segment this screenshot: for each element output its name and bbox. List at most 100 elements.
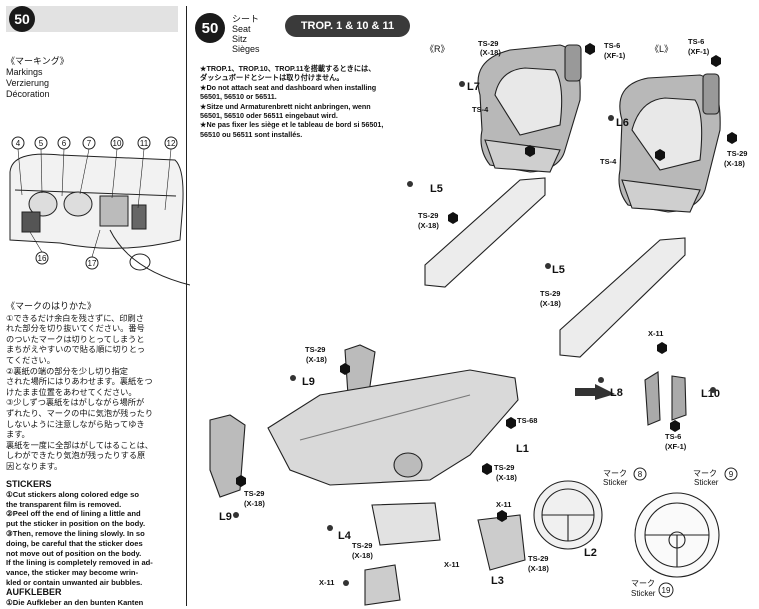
paint-label: TS-29 (352, 541, 372, 550)
markings-title-de: Verzierung (6, 78, 50, 88)
paint-label: (X-18) (724, 159, 745, 168)
svg-text:10: 10 (113, 139, 122, 148)
paint-label: X-11 (319, 578, 334, 587)
stickers-line: If the lining is completely removed in a… (6, 558, 153, 568)
svg-text:5: 5 (39, 139, 44, 148)
aufkleber-line: ①Die Aufkleber an den bunten Kanten (6, 597, 144, 607)
seat-left (618, 73, 721, 213)
paint-label: (X-18) (528, 564, 549, 573)
instructions-jp-line: まちがえやすいので貼る順に切りとっ (6, 344, 145, 355)
trop-badge: TROP. 1 & 10 & 11 (285, 15, 410, 37)
step-name-fr: Sièges (232, 44, 260, 54)
paint-label: X-11 (496, 500, 511, 509)
instructions-jp-line: れた部分を切り抜いてください。番号 (6, 323, 145, 334)
part-label-l7: L7 (467, 81, 480, 93)
note-line: ★Sitze und Armaturenbrett nicht anbringe… (200, 101, 371, 111)
part-label-l8: L8 (610, 387, 623, 399)
svg-text:11: 11 (140, 139, 149, 148)
instructions-jp-line: ①できるだけ余白を残さずに、印刷さ (6, 312, 144, 323)
markings-title-fr: Décoration (6, 89, 50, 99)
part-label-l5-left: L5 (552, 264, 565, 276)
paint-label: TS-29 (244, 489, 264, 498)
stickers-line: the transparent film is removed. (6, 499, 122, 509)
svg-text:19: 19 (662, 586, 671, 595)
part-label-l5-right: L5 (430, 183, 443, 195)
paint-swatch-icons (236, 43, 737, 522)
part-l10 (671, 375, 687, 421)
part-label-l3: L3 (491, 575, 504, 587)
step-name-en: Seat (232, 24, 251, 34)
paint-label: (X-18) (480, 48, 501, 57)
svg-text:17: 17 (88, 259, 97, 268)
svg-text:4: 4 (16, 139, 21, 148)
instructions-jp-line: てください。 (6, 354, 55, 365)
note-line: 56501, 56510 or 56511. (200, 92, 277, 102)
note-line: ダッシュボードとシートは取り付けません。 (200, 73, 344, 83)
seat-rail-left (559, 237, 686, 358)
part-l4 (371, 502, 441, 546)
callout-5: 5 (34, 136, 48, 150)
part-label-l6: L6 (616, 117, 629, 129)
note-line: ★Ne pas fixer les siège et le tableau de… (200, 120, 384, 130)
sticker-instructions-jp: 《マークのはりかた》 ①できるだけ余白を残さずに、印刷さ れた部分を切り抜いてく… (6, 302, 182, 472)
stickers-line: doing, be careful that the sticker does (6, 538, 143, 548)
step-name-de: Sitz (232, 34, 248, 44)
steering-wheel-l2 (533, 480, 603, 550)
sticker-mark-label: マーク (603, 469, 627, 478)
stickers-line: not move out of position on the body. (6, 548, 142, 558)
step-names: シート Seat Sitz Sièges (232, 14, 260, 54)
assembly-notes: ★TROP.1、TROP.10、TROP.11を搭載するときには、 ダッシュボー… (200, 64, 425, 139)
side-r-label: 《R》 (425, 44, 450, 54)
note-line: 56501, 56510 oder 56511 eingebaut wird. (200, 111, 338, 121)
instructions-jp-line: された場所にはりあわせます。裏紙をつ (6, 376, 153, 387)
stickers-line: put the sticker in position on the body. (6, 519, 146, 529)
sticker-en-label: Sticker (603, 478, 628, 487)
paint-label: TS-6 (604, 41, 620, 50)
paint-label: TS-6 (688, 37, 704, 46)
stickers-line: vance, the sticker may become wrin- (6, 568, 139, 578)
paint-label: (X-18) (306, 355, 327, 364)
sticker-mark-label: マーク (693, 469, 717, 478)
instructions-jp-line: ます。 (6, 429, 30, 440)
steering-wheel-sticker-view (634, 492, 720, 578)
side-l-label: 《L》 (650, 44, 673, 54)
part-label-l9-lower: L9 (219, 511, 232, 523)
paint-label: TS-6 (665, 432, 681, 441)
note-line: ★Do not attach seat and dashboard when i… (200, 82, 377, 92)
part-label-l1: L1 (516, 443, 529, 455)
stickers-title: STICKERS (6, 479, 52, 489)
sticker-en-label: Sticker (631, 589, 656, 598)
seat-right (477, 44, 582, 173)
seat-rail-right (424, 177, 546, 288)
paint-label: TS-29 (528, 554, 548, 563)
instructions-jp-title: 《マークのはりかた》 (6, 302, 97, 312)
sticker-callout-8: 8 (633, 467, 647, 481)
sticker-callout-9: 9 (724, 467, 738, 481)
screw-icons (233, 81, 716, 586)
paint-label: TS-4 (600, 157, 617, 166)
paint-label: (X-18) (540, 299, 561, 308)
sticker-callout-19: 19 (658, 582, 674, 598)
part-label-l4: L4 (338, 530, 352, 542)
paint-label: (X-18) (244, 499, 265, 508)
paint-label: (XF-1) (604, 51, 626, 60)
paint-label: TS-29 (418, 211, 438, 220)
svg-text:9: 9 (729, 470, 734, 479)
part-label-l2: L2 (584, 547, 597, 559)
paint-label: TS-68 (517, 416, 537, 425)
markings-title-en: Markings (6, 67, 43, 77)
instructions-jp-line: けたまま位置をあわせてください。 (6, 386, 137, 397)
instructions-jp-line: 因となります。 (6, 460, 63, 471)
paint-label: X-11 (444, 560, 459, 569)
paint-label: TS-29 (478, 39, 498, 48)
paint-label: TS-29 (540, 289, 560, 298)
paint-label: TS-29 (305, 345, 325, 354)
paint-label: TS-29 (727, 149, 747, 158)
stickers-line: ①Cut stickers along colored edge so (6, 489, 139, 499)
instructions-jp-line: ②裏紙の端の部分を少し切り指定 (6, 365, 128, 376)
note-line: ★TROP.1、TROP.10、TROP.11を搭載するときには、 (200, 64, 376, 73)
dashboard-markings-diagram: 4 5 6 7 10 11 12 16 17 (9, 136, 190, 286)
markings-step-number: 50 (9, 6, 35, 32)
instructions-jp-line: しないように注意しながら貼ってゆき (6, 418, 145, 429)
stickers-line: ③Then, remove the lining slowly. In so (6, 528, 145, 538)
